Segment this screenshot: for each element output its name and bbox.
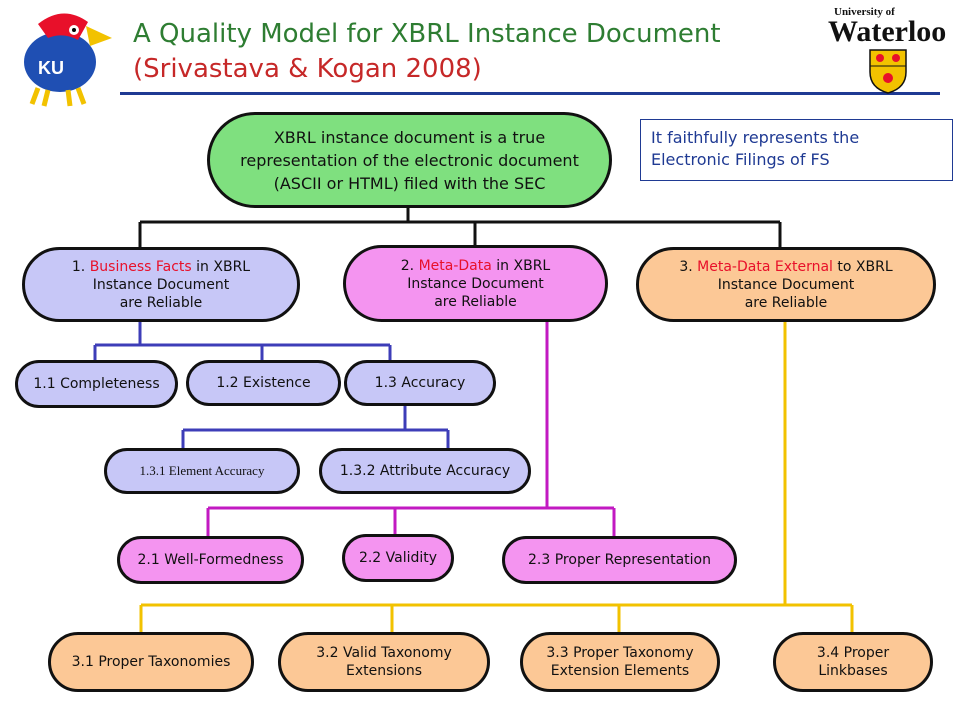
node-2-3-proper-representation: 2.3 Proper Representation bbox=[502, 536, 737, 584]
node-2-1-well-formedness: 2.1 Well-Formedness bbox=[117, 536, 304, 584]
branch-3-line3: are Reliable bbox=[744, 294, 828, 311]
branch-3-highlight: Meta-Data External bbox=[697, 258, 833, 275]
node-3-4-line2: Linkbases bbox=[818, 663, 888, 679]
node-3-3-proper-taxonomy-extension-elements: 3.3 Proper Taxonomy Extension Elements bbox=[520, 632, 720, 692]
node-3-2-line2: Extensions bbox=[345, 663, 423, 679]
waterloo-shield-icon bbox=[869, 49, 907, 94]
branch-1-line2: Instance Document bbox=[92, 276, 230, 293]
node-3-4-line1: 3.4 Proper bbox=[816, 645, 890, 661]
root-line-3: (ASCII or HTML) filed with the SEC bbox=[273, 173, 546, 193]
node-2-2-validity: 2.2 Validity bbox=[342, 534, 454, 582]
page-title-line1: A Quality Model for XBRL Instance Docume… bbox=[133, 19, 721, 49]
waterloo-logo-main: Waterloo bbox=[828, 15, 947, 48]
note-box: It faithfully represents the Electronic … bbox=[640, 119, 953, 181]
branch-2-highlight: Meta-Data bbox=[418, 257, 492, 274]
node-3-3-line1: 3.3 Proper Taxonomy bbox=[546, 645, 694, 661]
branch-3-node: 3. Meta-Data External to XBRL Instance D… bbox=[636, 247, 936, 322]
node-3-1-proper-taxonomies: 3.1 Proper Taxonomies bbox=[48, 632, 254, 692]
node-3-2-line1: 3.2 Valid Taxonomy bbox=[316, 645, 452, 661]
page-title-line2: (Srivastava & Kogan 2008) bbox=[133, 54, 482, 84]
ku-logo-text: KU bbox=[38, 58, 64, 78]
branch-1-number: 1. bbox=[71, 258, 86, 275]
ku-jayhawk-logo: KU bbox=[24, 13, 112, 107]
node-1-2-existence: 1.2 Existence bbox=[186, 360, 341, 406]
branch-1-highlight: Business Facts bbox=[89, 258, 192, 275]
branch-3-number: 3. bbox=[679, 258, 693, 275]
node-3-1-line1: 3.1 Proper Taxonomies bbox=[71, 654, 231, 670]
root-node: XBRL instance document is a true represe… bbox=[207, 112, 612, 208]
branch-3-rest: to XBRL bbox=[837, 258, 893, 275]
title-rule bbox=[120, 92, 940, 95]
branch-2-number: 2. bbox=[400, 257, 415, 274]
node-1-1-completeness: 1.1 Completeness bbox=[15, 360, 178, 408]
root-line-2: representation of the electronic documen… bbox=[240, 150, 579, 170]
branch-2-line2: Instance Document bbox=[407, 275, 544, 292]
waterloo-logo: University of Waterloo bbox=[828, 6, 948, 98]
branch-1-rest: in XBRL bbox=[196, 258, 251, 275]
waterloo-logo-top: University of bbox=[834, 6, 895, 18]
branch-2-rest: in XBRL bbox=[496, 257, 551, 274]
node-1-3-accuracy: 1.3 Accuracy bbox=[344, 360, 496, 406]
node-3-2-valid-taxonomy-extensions: 3.2 Valid Taxonomy Extensions bbox=[278, 632, 490, 692]
root-line-1: XBRL instance document is a true bbox=[273, 127, 546, 147]
branch-1-node: 1. Business Facts in XBRL Instance Docum… bbox=[22, 247, 300, 322]
node-1-3-1-element-accuracy: 1.3.1 Element Accuracy bbox=[104, 448, 300, 494]
branch-2-line3: are Reliable bbox=[434, 293, 517, 310]
branch-2-node: 2. Meta-Data in XBRL Instance Document a… bbox=[343, 245, 608, 322]
branch-1-line3: are Reliable bbox=[119, 294, 203, 311]
branch-3-line2: Instance Document bbox=[717, 276, 855, 293]
node-3-3-line2: Extension Elements bbox=[550, 663, 690, 679]
node-3-4-proper-linkbases: 3.4 Proper Linkbases bbox=[773, 632, 933, 692]
node-1-3-2-attribute-accuracy: 1.3.2 Attribute Accuracy bbox=[319, 448, 531, 494]
